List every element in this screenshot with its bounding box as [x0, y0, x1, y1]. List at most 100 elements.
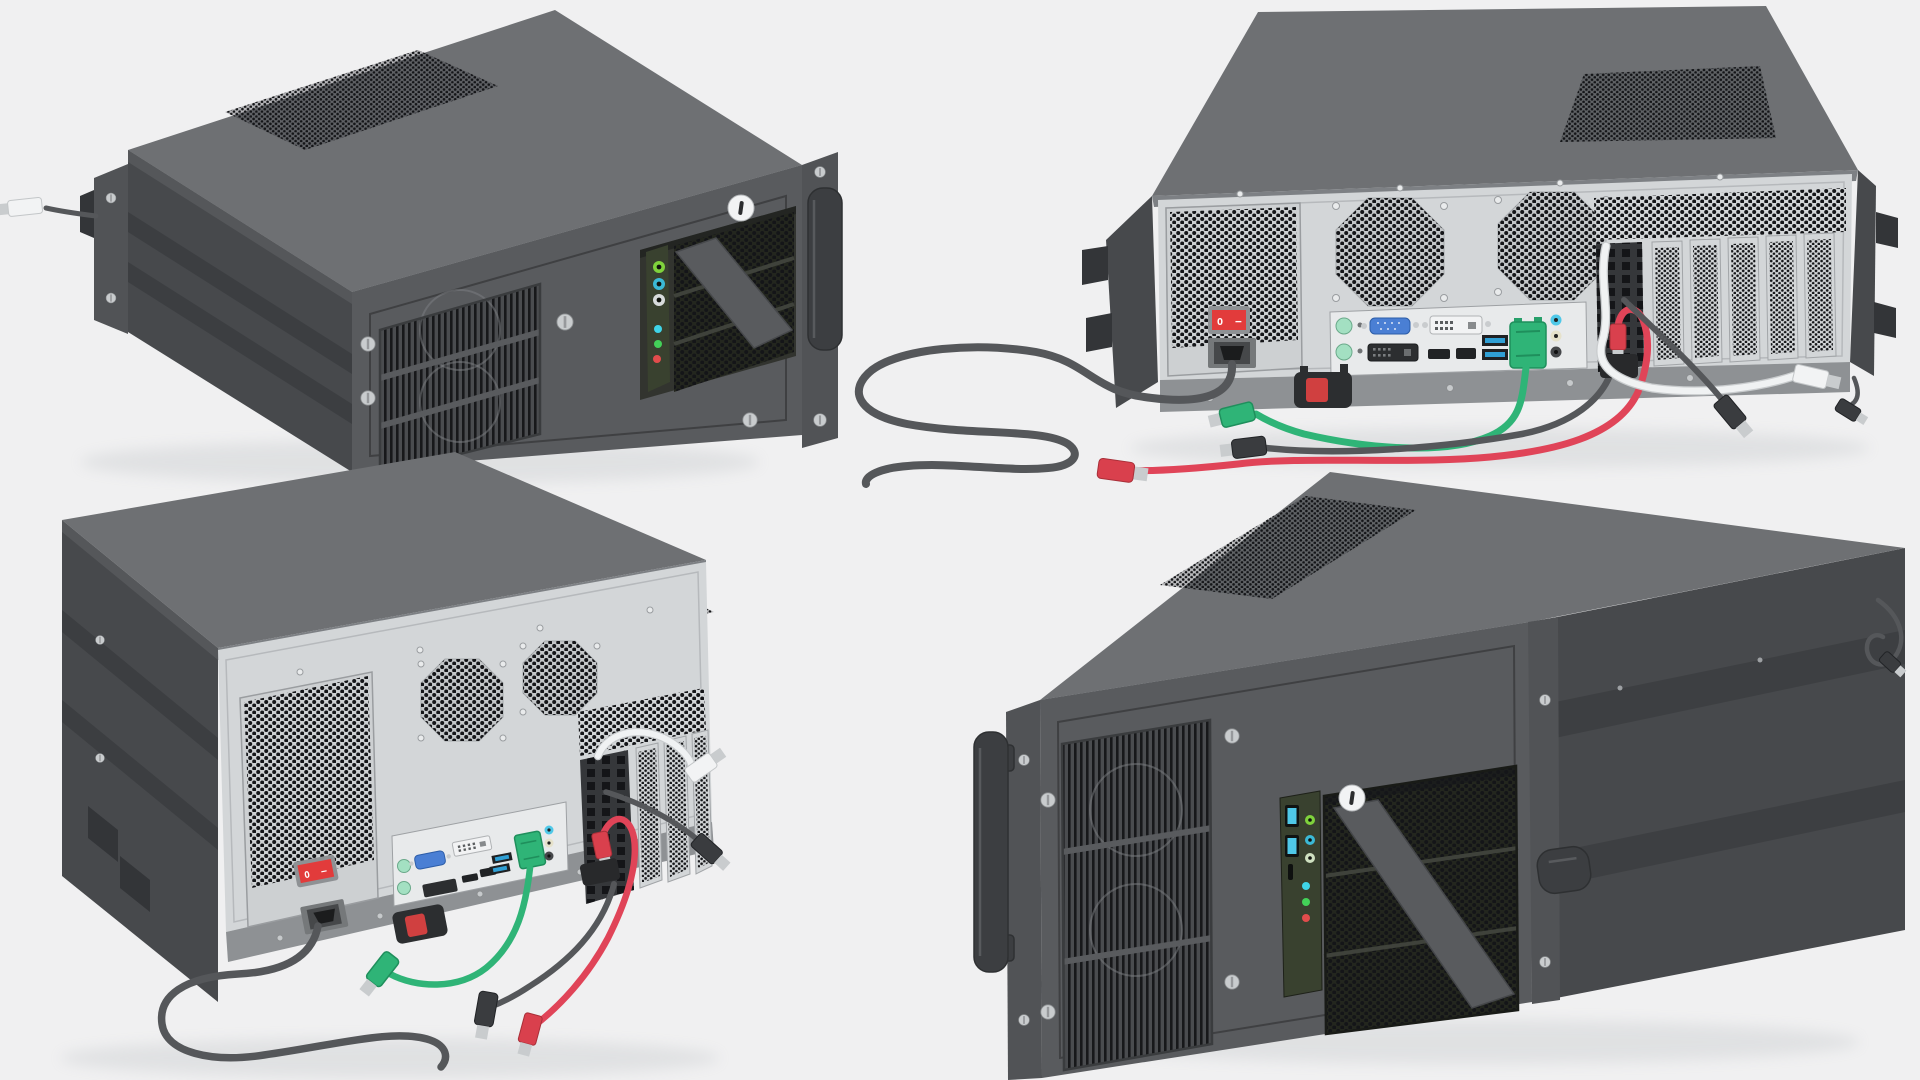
svg-text:O: O	[1217, 317, 1223, 328]
red-usb-connector	[517, 1012, 543, 1057]
front-io-board	[1279, 790, 1323, 998]
black-connector	[473, 990, 499, 1040]
stub-cable	[1849, 375, 1860, 407]
rack-rail	[1536, 630, 1905, 742]
top-panel	[62, 452, 706, 648]
thumbscrew	[95, 753, 105, 763]
thumbscrew	[1018, 1014, 1030, 1026]
svg-text:O: O	[304, 870, 312, 881]
thumbscrew	[1539, 694, 1551, 706]
white-usb-connector	[1792, 363, 1842, 390]
psu: O −	[239, 671, 379, 935]
panel-screws	[296, 606, 654, 676]
rack-ear	[94, 164, 128, 334]
ps2-port	[1335, 343, 1353, 361]
view-rear-left: Rear three-quarter view from the left O …	[60, 452, 731, 1078]
thumbscrew	[95, 635, 105, 645]
front-fan-grille	[1060, 718, 1214, 1072]
rack-ear-tab	[1082, 246, 1108, 285]
small-black-connector	[1834, 398, 1869, 425]
usb-connector-white	[0, 197, 43, 217]
rack-ear-tab	[1876, 212, 1898, 248]
thumbscrew	[360, 336, 376, 352]
dvi-port-white	[1422, 315, 1491, 335]
top-panel	[128, 10, 802, 292]
displayport	[1456, 348, 1476, 359]
audio-jacks	[544, 825, 554, 861]
dvi-port-white	[451, 835, 493, 857]
white-cable	[1597, 242, 1798, 395]
svg-text:−: −	[1235, 315, 1242, 328]
black-usb-connector	[1713, 394, 1754, 439]
rack-ear	[1006, 700, 1042, 1080]
usb3-port	[1285, 835, 1299, 857]
dvi-port-black	[422, 878, 458, 898]
front-audio-jacks	[653, 261, 665, 306]
thumbscrew	[105, 192, 117, 204]
hdmi-port	[461, 873, 479, 883]
rack-ear	[1528, 617, 1560, 1004]
thumbscrew	[1040, 792, 1056, 808]
thumbscrew	[742, 412, 758, 428]
drive-bay	[1322, 764, 1520, 1036]
thumbscrew	[1224, 728, 1240, 744]
connector-clip	[579, 858, 621, 886]
hdmi-port	[1428, 349, 1450, 359]
status-leds	[1302, 882, 1310, 922]
cable-clamp	[392, 904, 448, 944]
thumbscrew	[1224, 974, 1240, 990]
thumbscrew	[1539, 956, 1551, 968]
side-bevel	[62, 520, 218, 660]
vga-port	[409, 850, 451, 870]
vga-port	[1361, 317, 1419, 335]
lock-keyhole	[1338, 784, 1366, 812]
green-video-connector	[1509, 317, 1547, 369]
usb3-port	[1285, 805, 1299, 827]
white-usb-connector	[684, 747, 727, 783]
top-vent	[1560, 66, 1776, 142]
psu: O −	[1165, 202, 1303, 377]
view-front-left: Front three-quarter view from the left (…	[973, 472, 1907, 1080]
rack-ear-tab	[1086, 313, 1112, 352]
side-panel	[128, 150, 352, 472]
rack-ear-tab	[120, 856, 150, 912]
rack-rail	[128, 212, 352, 374]
diagonal-brace	[674, 237, 794, 349]
dvi-port-black	[1367, 343, 1419, 362]
usb3-port	[491, 852, 513, 864]
front-audio-jacks	[1305, 815, 1315, 863]
red-usb-connector	[1096, 458, 1149, 483]
usb3-port	[489, 863, 511, 875]
cable-clamp	[1294, 364, 1352, 408]
green-video-connector	[513, 830, 547, 870]
fan-ring	[1089, 763, 1183, 857]
thumbscrew	[1040, 1004, 1056, 1020]
rack-handle	[807, 187, 843, 351]
panel-screws	[1236, 173, 1724, 198]
small-slot	[1288, 864, 1293, 880]
black-usb-cable	[1621, 297, 1727, 405]
red-cable	[530, 816, 639, 1030]
fan-ring	[1089, 883, 1183, 977]
thumbscrew	[105, 292, 117, 304]
top-panel	[1040, 472, 1905, 700]
black-usb-cable	[603, 789, 701, 843]
front-frame	[369, 194, 787, 458]
thumbscrew	[813, 413, 827, 427]
rack-ear-tab	[1874, 302, 1896, 338]
power-cable	[157, 922, 450, 1071]
green-cable	[386, 864, 534, 988]
thumbscrew	[1018, 754, 1030, 766]
lock-keyhole	[727, 194, 755, 222]
usb-tip	[0, 203, 9, 216]
side-cable	[1864, 597, 1904, 667]
black-video-cable	[487, 881, 617, 1010]
green-connector	[359, 951, 400, 997]
ps2-port	[397, 881, 411, 895]
red-cable	[1110, 306, 1651, 475]
power-inlet	[1208, 338, 1256, 368]
thumbscrew	[360, 390, 376, 406]
expansion-area	[1594, 188, 1846, 372]
audio-jacks	[1550, 314, 1562, 358]
